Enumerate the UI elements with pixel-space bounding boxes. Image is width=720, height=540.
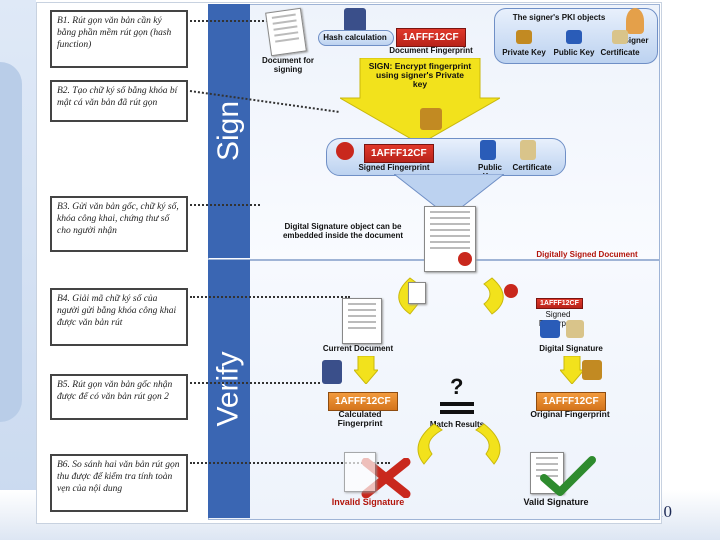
digitally-signed-document-label: Digitally Signed Document bbox=[536, 250, 638, 259]
digital-signature-label: Digital Signature bbox=[539, 344, 603, 353]
note-b4: B4. Giải mã chữ ký số của người gửi bằng… bbox=[50, 288, 188, 346]
invalid-signature-label: Invalid Signature bbox=[331, 497, 405, 507]
verify-key-icon bbox=[582, 360, 602, 380]
document-for-signing-label: Document for signing bbox=[262, 56, 314, 74]
note-b6: B6. So sánh hai văn bản rút gọn thu được… bbox=[50, 454, 188, 512]
document-fingerprint-label: Document Fingerprint bbox=[389, 46, 473, 55]
document-icon bbox=[265, 7, 307, 57]
verify-certificate-icon bbox=[566, 320, 584, 338]
verify-public-key-icon bbox=[540, 320, 560, 338]
note-b5: B5. Rút gọn văn bản gốc nhận được để có … bbox=[50, 374, 188, 420]
calculated-fingerprint-label: Calculated Fingerprint bbox=[337, 409, 383, 428]
seal-icon bbox=[336, 142, 354, 160]
match-results-label: Match Results bbox=[429, 420, 485, 429]
signed-fingerprint-small-badge: 1AFFF12CF bbox=[536, 298, 583, 309]
connector-b4 bbox=[190, 296, 350, 298]
hash-calculation-label: Hash calculation bbox=[323, 33, 387, 42]
connector-b6 bbox=[190, 462, 390, 464]
connector-b3 bbox=[190, 204, 260, 206]
private-key-icon bbox=[516, 30, 532, 44]
signed-fingerprint-label: Signed Fingerprint bbox=[358, 163, 430, 172]
public-key-icon-2 bbox=[480, 140, 496, 160]
sign-label: Sign bbox=[208, 4, 250, 258]
valid-signature-label: Valid Signature bbox=[523, 497, 589, 507]
calculated-fingerprint-badge: 1AFFF12CF bbox=[328, 392, 398, 411]
document-fingerprint-badge: 1AFFF12CF bbox=[396, 28, 466, 47]
certificate-label: Certificate bbox=[600, 48, 640, 57]
verify-hash-icon bbox=[322, 360, 342, 384]
connector-b5 bbox=[190, 382, 320, 384]
public-key-icon bbox=[566, 30, 582, 44]
hash-icon bbox=[344, 8, 366, 32]
connector-b1 bbox=[190, 20, 268, 22]
verify-label: Verify bbox=[208, 260, 250, 518]
match-question-mark: ? bbox=[450, 374, 464, 399]
private-key-label: Private Key bbox=[502, 48, 546, 57]
signed-fingerprint-badge: 1AFFF12CF bbox=[364, 144, 434, 163]
equals-bar-top bbox=[440, 402, 474, 406]
sign-key-icon bbox=[420, 108, 442, 130]
equals-bar-bottom bbox=[440, 410, 474, 414]
verify-band bbox=[208, 260, 660, 520]
note-b1: B1. Rút gọn văn bản cần ký bằng phần mềm… bbox=[50, 10, 188, 68]
embed-arrow bbox=[394, 174, 504, 210]
invalid-document-icon bbox=[344, 452, 376, 492]
seal-small-icon bbox=[504, 284, 518, 298]
current-document-icon bbox=[342, 298, 382, 344]
current-document-label: Current Document bbox=[322, 344, 394, 353]
result-arrows bbox=[417, 423, 501, 465]
left-decor-shape bbox=[0, 62, 22, 422]
original-fingerprint-badge: 1AFFF12CF bbox=[536, 392, 606, 411]
signer-label: Signer bbox=[623, 36, 649, 45]
down-arrow-left bbox=[354, 356, 378, 384]
certificate-icon-2 bbox=[520, 140, 536, 160]
hash-calculation-pill bbox=[318, 30, 394, 46]
note-b3: B3. Gửi văn bản gốc, chữ ký số, khóa côn… bbox=[50, 196, 188, 252]
signer-icon bbox=[626, 8, 644, 34]
sign-step-label: SIGN: Encrypt fingerprint using signer's… bbox=[368, 61, 472, 89]
sign-arrow bbox=[340, 58, 500, 144]
doc-small-icon bbox=[408, 282, 426, 304]
signed-document-seal-icon bbox=[458, 252, 472, 266]
public-key-label: Public Key bbox=[553, 48, 595, 57]
certificate-label-2: Certificate bbox=[512, 163, 552, 172]
note-b2: B2. Tạo chữ ký số bằng khóa bí mật cá vă… bbox=[50, 80, 188, 122]
certificate-icon bbox=[612, 30, 628, 44]
pki-title: The signer's PKI objects bbox=[512, 13, 606, 22]
down-arrow-right bbox=[560, 356, 584, 384]
valid-check-icon bbox=[540, 456, 596, 496]
embedded-note: Digital Signature object can be embedded… bbox=[282, 222, 403, 240]
original-fingerprint-label: Original Fingerprint bbox=[530, 409, 610, 419]
